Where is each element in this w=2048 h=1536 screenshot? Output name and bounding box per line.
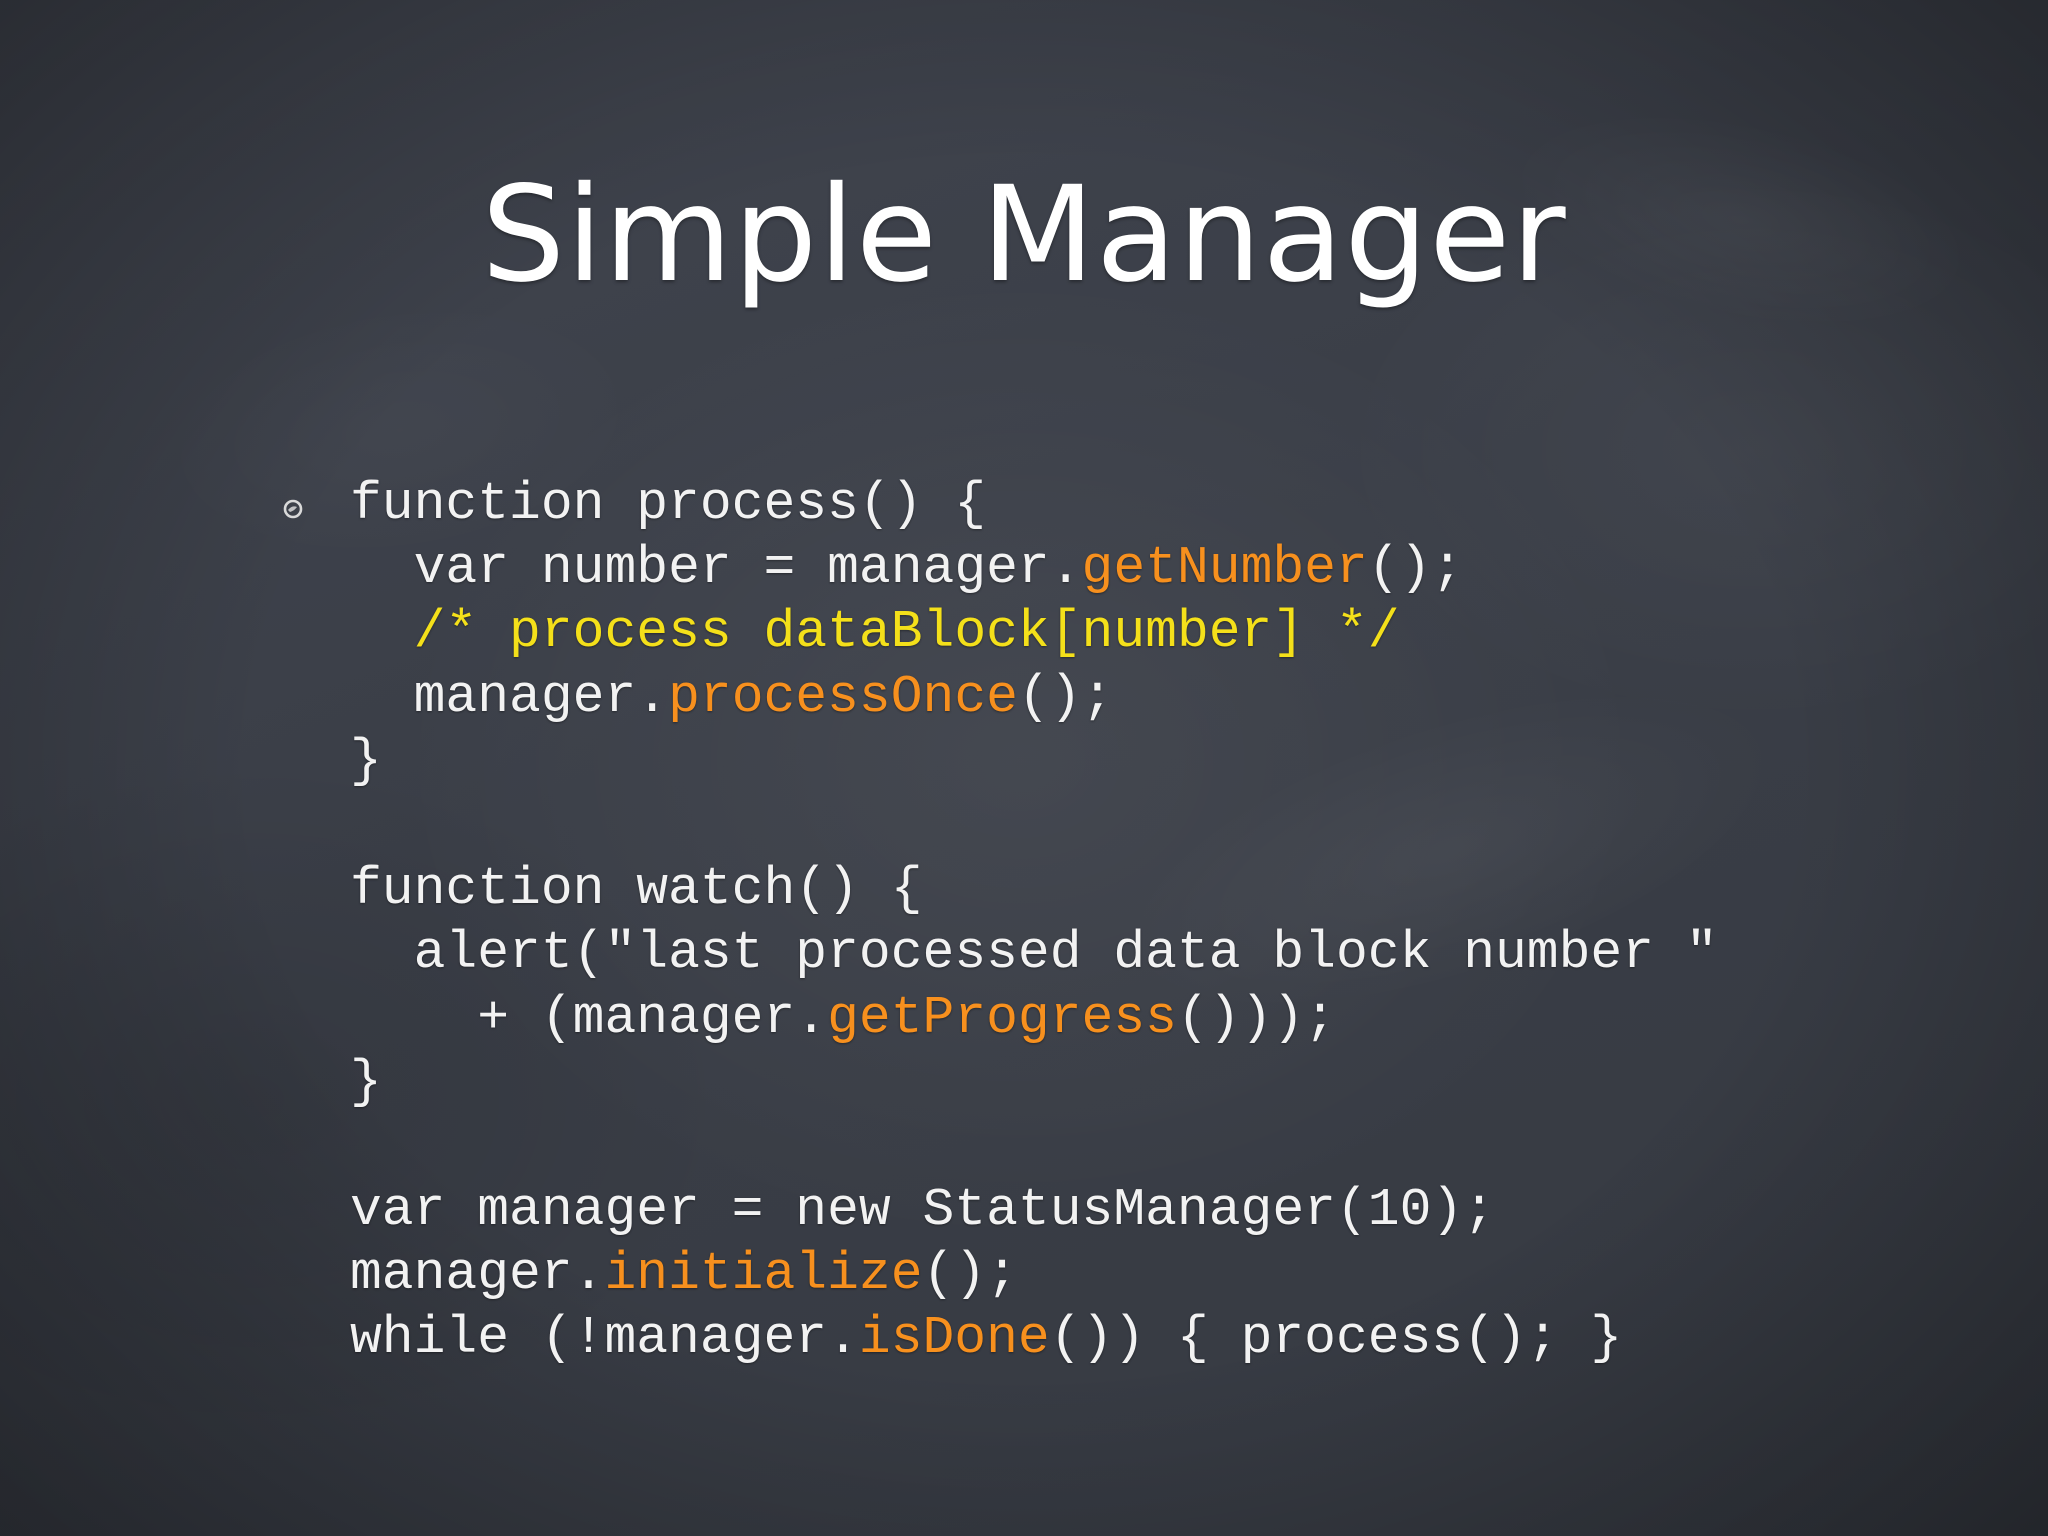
code-line: alert("last processed data block number … (350, 921, 1718, 985)
code-blank-line (350, 1114, 1718, 1178)
code-text: function process() { (350, 474, 987, 534)
code-indent (350, 988, 477, 1048)
code-line: var manager = new StatusManager(10); (350, 1178, 1718, 1242)
code-indent (350, 667, 414, 727)
code-line: manager.initialize(); (350, 1242, 1718, 1306)
code-indent (350, 538, 414, 598)
code-text: (); (1367, 538, 1464, 599)
code-line: + (manager.getProgress())); (350, 986, 1718, 1050)
code-comment: /* process dataBlock[number] */ (413, 602, 1400, 663)
code-text: (); (922, 1244, 1018, 1305)
code-block: function process() { var number = manage… (350, 472, 1718, 1371)
code-text: function watch() { (350, 859, 923, 920)
code-text: manager. (350, 1244, 605, 1305)
code-method-name: isDone (858, 1308, 1050, 1369)
code-text: alert("last processed data block number … (413, 923, 1718, 984)
code-indent (350, 923, 414, 983)
code-indent (350, 602, 414, 662)
code-text: } (350, 1051, 382, 1112)
code-method-name: getProgress (827, 987, 1177, 1048)
code-line: function watch() { (350, 857, 1718, 921)
code-method-name: initialize (604, 1244, 923, 1305)
code-text: ()) { process(); } (1049, 1308, 1623, 1369)
code-text: (); (1017, 666, 1114, 727)
code-line: var number = manager.getNumber(); (350, 536, 1718, 600)
code-text: ())); (1176, 987, 1336, 1048)
code-text: + (manager. (477, 987, 828, 1048)
code-method-name: processOnce (668, 666, 1018, 727)
code-text: } (350, 730, 382, 791)
code-text: var manager = new StatusManager(10); (350, 1180, 1495, 1241)
chalk-bullet-icon (283, 499, 303, 519)
code-method-name: getNumber (1081, 538, 1368, 599)
code-line: function process() { (350, 472, 1718, 536)
code-line: } (350, 729, 1718, 793)
code-text: while (!manager. (350, 1308, 859, 1369)
code-blank-line (350, 793, 1718, 857)
code-line: /* process dataBlock[number] */ (350, 600, 1718, 664)
code-line: manager.processOnce(); (350, 665, 1718, 729)
code-line: } (350, 1050, 1718, 1114)
slide-title: Simple Manager (481, 158, 1567, 312)
code-text: manager. (413, 666, 669, 727)
code-text: var number = manager. (413, 538, 1082, 599)
code-line: while (!manager.isDone()) { process(); } (350, 1306, 1718, 1370)
